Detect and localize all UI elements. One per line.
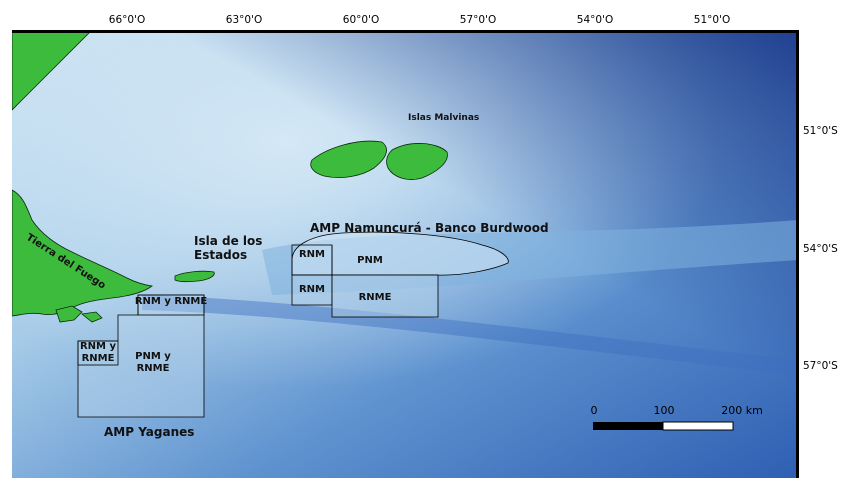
scale-label-200: 200 km	[721, 404, 763, 417]
yaganes-rnm-rnme-north	[137, 294, 205, 316]
right-axis-bar	[796, 30, 799, 478]
zone-label: RNM y RNME	[79, 341, 117, 364]
longitude-label: 60°0'O	[342, 14, 380, 26]
scale-label-0: 0	[590, 404, 598, 417]
tierra-del-fuego-land	[12, 30, 154, 317]
namuncura-outline	[291, 231, 509, 276]
latitude-label: 57°0'S	[803, 360, 838, 372]
longitude-label: 51°0'O	[693, 14, 731, 26]
zone-label: RNM	[298, 284, 326, 295]
malvinas-west-land	[310, 140, 387, 178]
zone-label: PNM	[357, 255, 383, 266]
zone-label: RNM	[298, 249, 326, 260]
top-axis-bar	[12, 30, 798, 33]
latitude-label: 51°0'S	[803, 125, 838, 137]
malvinas-east-land	[386, 143, 448, 180]
map-frame[interactable]	[12, 30, 798, 478]
longitude-label: 66°0'O	[108, 14, 146, 26]
scale-bar-black	[593, 422, 663, 430]
zone-label: RNM y RNME	[134, 296, 208, 307]
deep-trench	[142, 295, 798, 375]
scale-label-100: 100	[653, 404, 675, 417]
scale-bar-white	[662, 421, 734, 431]
namuncura-rnme	[331, 274, 439, 318]
islas-malvinas-label: Islas Malvinas	[408, 113, 480, 123]
longitude-label: 54°0'O	[576, 14, 614, 26]
isla-de-los-estados-label: Isla de los Estados	[194, 234, 263, 263]
longitude-label: 63°0'O	[225, 14, 263, 26]
zone-label: RNME	[358, 292, 392, 303]
small-islands-south	[55, 305, 103, 323]
bathymetry-map	[12, 30, 798, 478]
isla-de-los-estados-land	[174, 270, 215, 283]
longitude-label: 57°0'O	[459, 14, 497, 26]
yaganes-rnm-rnme-west	[77, 340, 119, 366]
yaganes-title: AMP Yaganes	[104, 425, 195, 439]
namuncura-title: AMP Namuncurá - Banco Burdwood	[310, 221, 549, 235]
zone-label: PNM y RNME	[135, 351, 171, 374]
latitude-label: 54°0'S	[803, 243, 838, 255]
